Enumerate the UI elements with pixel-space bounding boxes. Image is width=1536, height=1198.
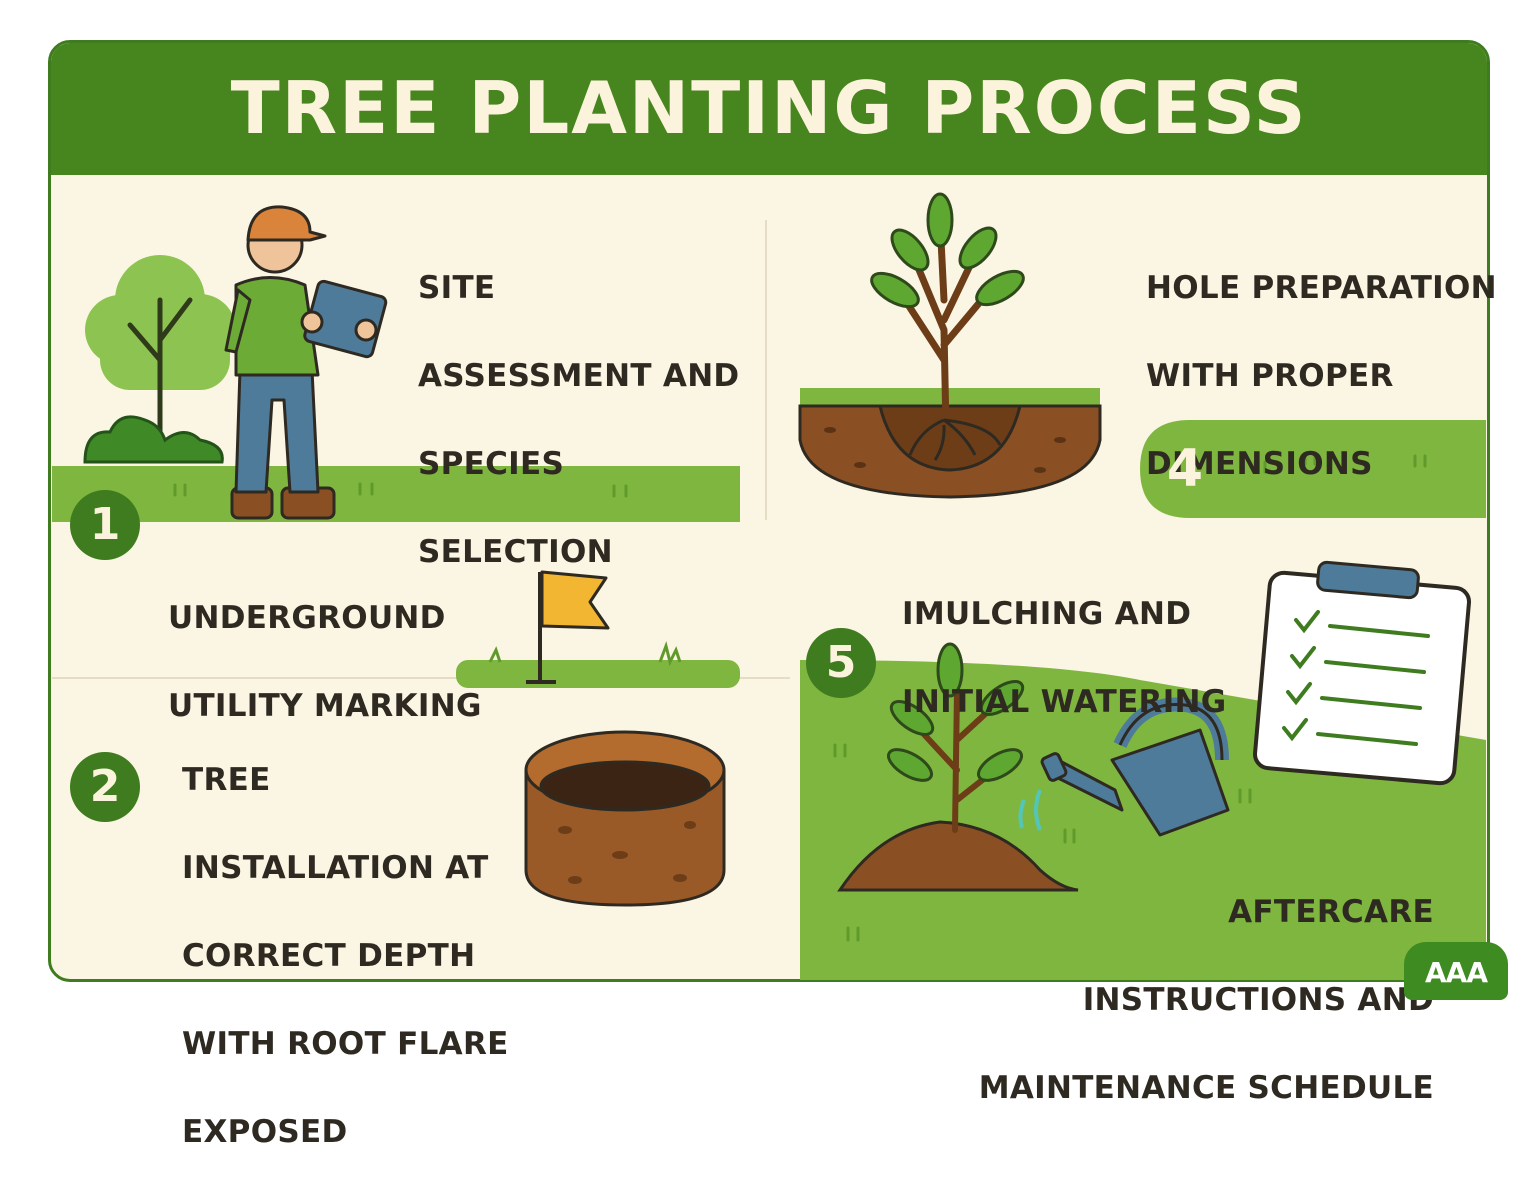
step-badge-1: 1 <box>70 490 140 560</box>
tree-roots-icon <box>798 192 1102 499</box>
step-1-ground <box>52 466 740 522</box>
sapling-icon <box>837 642 1079 892</box>
step-4-ground <box>1140 420 1486 518</box>
title-banner: TREE PLANTING PROCESS <box>51 43 1487 175</box>
step-tree-installation-text: TREE INSTALLATION AT CORRECT DEPTH WITH … <box>182 762 509 1150</box>
soil-hole-icon <box>524 730 726 907</box>
step-site-assessment-text: SITE ASSESSMENT AND SPECIES SELECTION <box>418 270 740 570</box>
bush-tree-icon <box>83 255 236 464</box>
illustration-layer <box>52 192 1486 980</box>
watering-can-icon <box>1018 697 1230 837</box>
flag-icon <box>456 570 740 688</box>
step-aftercare-text: AFTERCARE INSTRUCTIONS AND MAINTENANCE S… <box>978 894 1434 1106</box>
step-badge-4: 4 <box>1166 439 1204 499</box>
page-title: TREE PLANTING PROCESS <box>230 66 1308 150</box>
step-badge-2: 2 <box>70 752 140 822</box>
step-mulching-watering-text: IMULCHING AND INITIAL WATERING <box>902 596 1227 720</box>
clipboard-checklist-icon <box>1253 560 1471 786</box>
step-utility-marking-text: UNDERGROUND UTILITY MARKING <box>168 600 482 724</box>
step-hole-preparation-text: HOLE PREPARATION WITH PROPER DIMENSIONS <box>1146 270 1497 482</box>
worker-icon <box>224 205 388 520</box>
step-badge-5: 5 <box>806 628 876 698</box>
brand-logo: AAA <box>1404 942 1508 1000</box>
